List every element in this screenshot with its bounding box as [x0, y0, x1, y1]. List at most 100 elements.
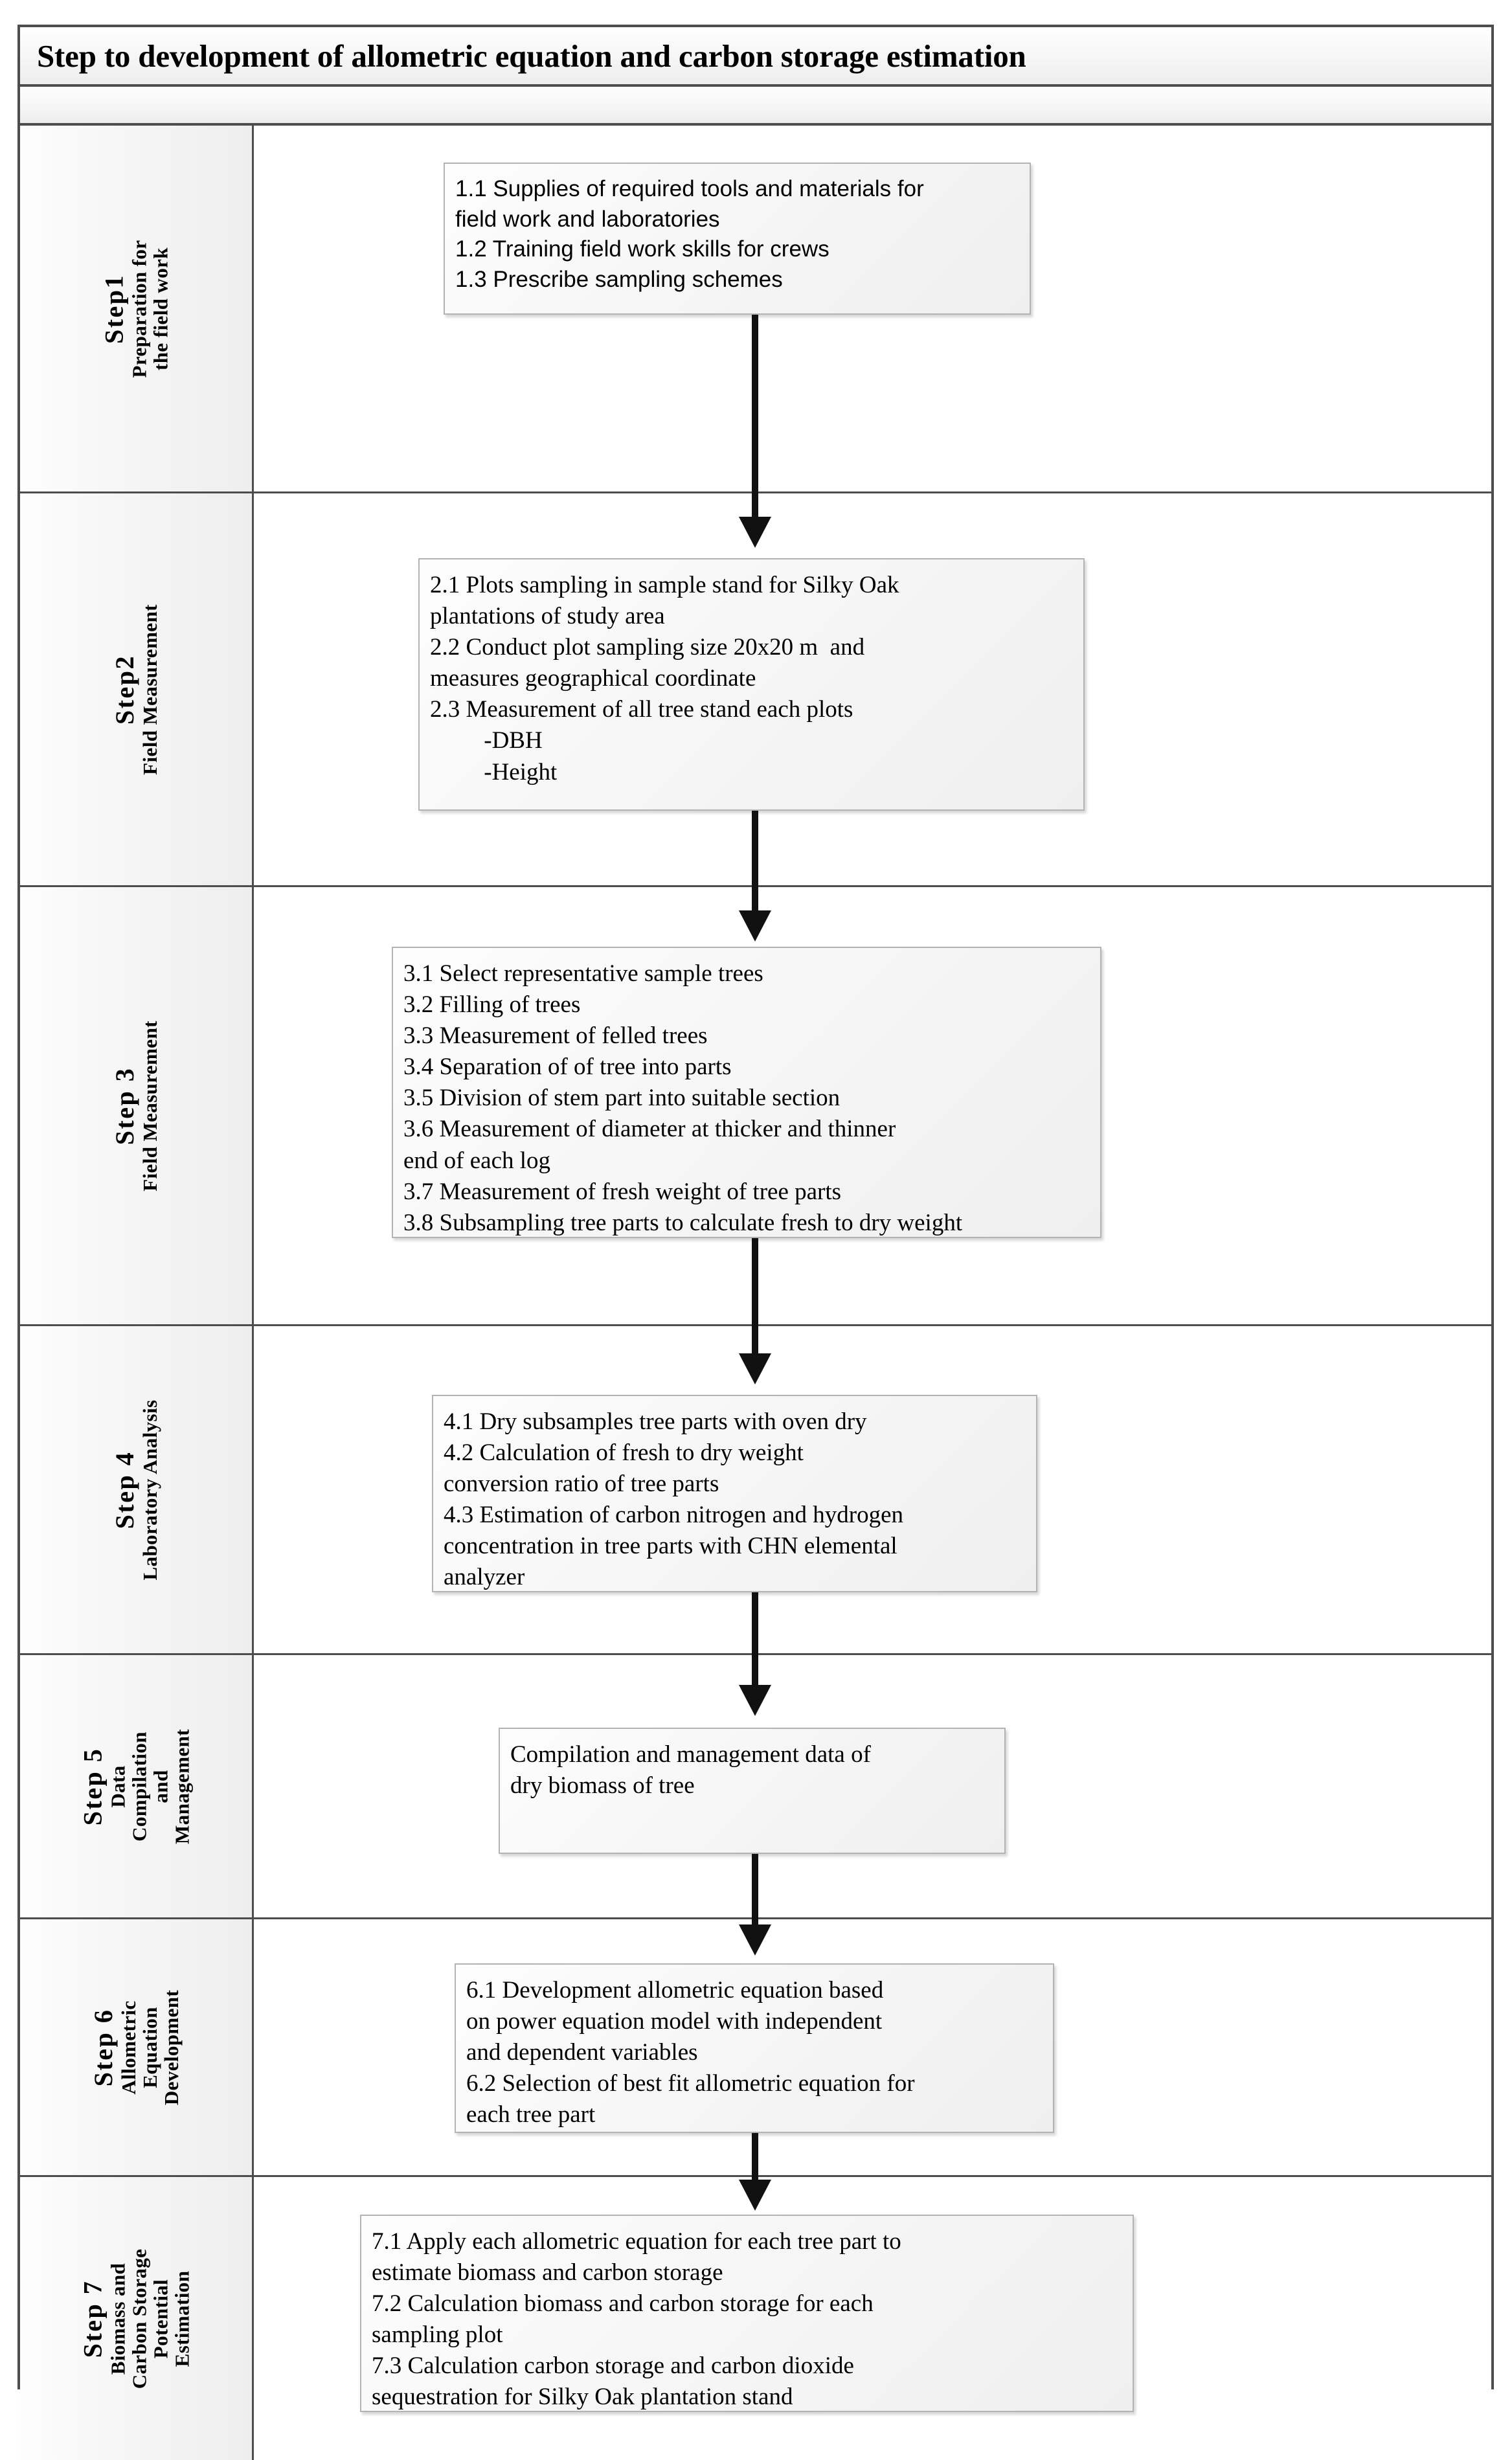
step-label-4: Step 4 Laboratory Analysis [110, 1399, 161, 1580]
process-line-3-2: 3.3 Measurement of felled trees [403, 1022, 708, 1050]
step-content-cell-7: 7.1 Apply each allometric equation for e… [254, 2174, 1491, 2460]
process-line-7-4: 7.3 Calculation carbon storage and carbo… [372, 2353, 854, 2380]
step-label-main-1: Step1 [99, 273, 129, 344]
process-line-2-3: measures geographical coordinate [430, 665, 756, 692]
connector-arrow-2-to-3 [752, 811, 758, 889]
connector-arrow-into-3 [752, 887, 758, 914]
process-line-1-0: 1.1 Supplies of required tools and mater… [455, 176, 924, 201]
process-line-3-5: 3.6 Measurement of diameter at thicker a… [403, 1116, 896, 1143]
process-box-3[interactable]: 3.1 Select representative sample trees 3… [392, 947, 1101, 1238]
step-row-1: Step1 Preparation for the field work 1.1… [20, 126, 1491, 502]
process-line-4-4: concentration in tree parts with CHN ele… [444, 1533, 897, 1560]
process-line-6-0: 6.1 Development allometric equation base… [466, 1977, 884, 2003]
connector-arrow-into-6 [752, 1917, 758, 1928]
process-line-3-0: 3.1 Select representative sample trees [403, 960, 763, 987]
step-label-cell-1: Step1 Preparation for the field work [20, 126, 254, 491]
process-line-3-7: 3.7 Measurement of fresh weight of tree … [403, 1178, 842, 1205]
step-label-cell-3: Step 3 Field Measurement [20, 887, 254, 1324]
process-line-1-2: 1.2 Training field work skills for crews [455, 236, 829, 262]
process-box-7[interactable]: 7.1 Apply each allometric equation for e… [360, 2215, 1134, 2412]
connector-arrowhead-into-3 [739, 910, 771, 942]
process-line-7-2: 7.2 Calculation biomass and carbon stora… [372, 2290, 874, 2318]
connector-arrowhead-into-2 [739, 517, 771, 548]
step-content-cell-1: 1.1 Supplies of required tools and mater… [254, 126, 1491, 502]
connector-arrow-into-4 [752, 1326, 758, 1357]
step-label-5: Step 5 Data Compilation and Management [78, 1728, 194, 1844]
step-label-cell-4: Step 4 Laboratory Analysis [20, 1326, 254, 1653]
step-label-cell-7: Step 7 Biomass and Carbon Storage Potent… [20, 2177, 254, 2460]
step-label-sub-1-0: Preparation for [128, 240, 151, 378]
connector-arrow-3-to-4 [752, 1238, 758, 1328]
step-label-1: Step1 Preparation for the field work [99, 240, 172, 378]
step-label-main-2: Step2 [110, 654, 140, 725]
process-line-4-1: 4.2 Calculation of fresh to dry weight [444, 1439, 804, 1467]
step-content-cell-4: 4.1 Dry subsamples tree parts with oven … [254, 1326, 1491, 1657]
step-label-main-4: Step 4 [110, 1450, 140, 1529]
step-content-cell-6: 6.1 Development allometric equation base… [254, 1917, 1491, 2181]
process-line-2-4: 2.3 Measurement of all tree stand each p… [430, 696, 853, 723]
step-label-sub-4-0: Laboratory Analysis [138, 1399, 161, 1580]
step-label-sub-7-2: Potential [149, 2279, 172, 2358]
process-line-4-3: 4.3 Estimation of carbon nitrogen and hy… [444, 1502, 904, 1529]
step-label-main-6: Step 6 [88, 2008, 118, 2086]
step-label-sub-5-1: Compilation [128, 1731, 151, 1842]
process-line-6-1: on power equation model with independent [466, 2008, 883, 2035]
step-content-cell-3: 3.1 Select representative sample trees 3… [254, 887, 1491, 1328]
connector-arrowhead-into-6 [739, 1924, 771, 1956]
step-label-main-7: Step 7 [78, 2279, 107, 2358]
process-line-6-3: 6.2 Selection of best fit allometric equ… [466, 2070, 915, 2097]
step-label-sub-1-1: the field work [149, 247, 172, 370]
step-row-4: Step 4 Laboratory Analysis 4.1 Dry subsa… [20, 1326, 1491, 1657]
title-spacer-row [20, 87, 1491, 126]
step-label-2: Step2 Field Measurement [110, 604, 161, 775]
connector-arrow-5-to-6 [752, 1854, 758, 1921]
connector-arrow-into-5 [752, 1655, 758, 1689]
process-line-1-3: 1.3 Prescribe sampling schemes [455, 266, 783, 292]
process-box-6[interactable]: 6.1 Development allometric equation base… [455, 1963, 1054, 2133]
page-title: Step to development of allometric equati… [37, 38, 1026, 74]
process-line-7-5: sequestration for Silky Oak plantation s… [372, 2384, 793, 2411]
process-line-2-6: -Height [430, 758, 558, 785]
connector-arrow-into-2 [752, 493, 758, 521]
step-label-sub-7-1: Carbon Storage [128, 2248, 151, 2389]
process-line-7-3: sampling plot [372, 2321, 503, 2349]
step-label-sub-6-0: Allometric [117, 2000, 140, 2095]
process-box-5[interactable]: Compilation and management data of dry b… [499, 1728, 1006, 1854]
process-line-4-5: analyzer [444, 1564, 525, 1591]
step-content-cell-2: 2.1 Plots sampling in sample stand for S… [254, 493, 1491, 889]
process-line-4-0: 4.1 Dry subsamples tree parts with oven … [444, 1408, 867, 1435]
connector-arrowhead-into-7 [739, 2180, 771, 2211]
step-label-cell-6: Step 6 Allometric Equation Development [20, 1919, 254, 2175]
process-line-6-2: and dependent variables [466, 2039, 698, 2066]
step-label-sub-7-0: Biomass and [106, 2263, 130, 2375]
process-line-5-1: dry biomass of tree [510, 1772, 695, 1800]
process-line-3-1: 3.2 Filling of trees [403, 991, 581, 1019]
process-line-7-0: 7.1 Apply each allometric equation for e… [372, 2228, 901, 2255]
process-line-2-5: -DBH [430, 727, 543, 754]
process-line-6-4: each tree part [466, 2101, 596, 2128]
step-label-main-5: Step 5 [78, 1747, 107, 1825]
process-line-3-4: 3.5 Division of stem part into suitable … [403, 1085, 841, 1112]
connector-arrowhead-into-4 [739, 1353, 771, 1384]
process-box-1[interactable]: 1.1 Supplies of required tools and mater… [444, 163, 1031, 315]
step-label-7: Step 7 Biomass and Carbon Storage Potent… [78, 2248, 194, 2389]
process-line-1-1: field work and laboratories [455, 206, 720, 232]
step-label-sub-7-3: Estimation [170, 2270, 194, 2367]
process-line-3-3: 3.4 Separation of of tree into parts [403, 1054, 732, 1081]
step-label-sub-5-3: Management [170, 1728, 194, 1844]
step-row-6: Step 6 Allometric Equation Development 6… [20, 1917, 1491, 2181]
process-box-4[interactable]: 4.1 Dry subsamples tree parts with oven … [432, 1395, 1037, 1592]
process-line-2-1: plantations of study area [430, 603, 665, 630]
step-label-sub-3-0: Field Measurement [138, 1020, 161, 1191]
connector-arrow-1-to-2 [752, 315, 758, 502]
process-box-2[interactable]: 2.1 Plots sampling in sample stand for S… [418, 558, 1085, 811]
step-label-3: Step 3 Field Measurement [110, 1020, 161, 1191]
step-label-cell-2: Step2 Field Measurement [20, 493, 254, 885]
step-label-sub-6-1: Equation [138, 2006, 161, 2088]
connector-arrow-6-to-7 [752, 2133, 758, 2181]
step-row-2: Step2 Field Measurement 2.1 Plots sampli… [20, 493, 1491, 889]
chart-title-row: Step to development of allometric equati… [20, 27, 1491, 87]
step-label-main-3: Step 3 [110, 1066, 140, 1145]
step-label-sub-5-2: and [149, 1769, 172, 1803]
step-row-7: Step 7 Biomass and Carbon Storage Potent… [20, 2174, 1491, 2460]
